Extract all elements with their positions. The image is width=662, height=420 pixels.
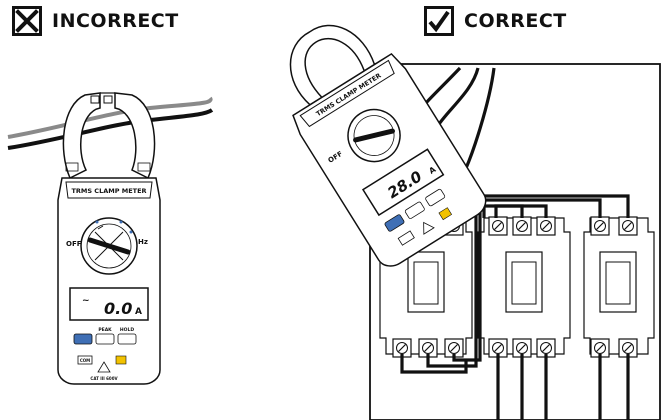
display-unit: A — [135, 307, 142, 317]
lcd-display — [69, 287, 149, 321]
check-mark-icon — [424, 6, 454, 36]
screw-slot — [424, 344, 432, 352]
hold-button-tilted[interactable] — [425, 188, 446, 207]
screw-slot — [398, 344, 406, 352]
clamp-meter-correct: TRMS CLAMP METER OFF 28.0 A — [289, 24, 487, 267]
incorrect-diagram: TRMS CLAMP METER OFF Hz ~ 0.0 A PEAK HOL… — [7, 92, 214, 385]
peak-button[interactable] — [95, 333, 115, 345]
screw-slot — [518, 222, 526, 230]
warning-icon-tilted — [423, 221, 435, 235]
screw-slot — [542, 222, 550, 230]
dial-off-label: OFF — [66, 240, 82, 248]
breaker-2 — [477, 217, 571, 355]
breaker-3 — [583, 217, 655, 355]
screw-slot — [624, 344, 632, 352]
clamp-meter-incorrect: TRMS CLAMP METER OFF Hz ~ 0.0 A PEAK HOL… — [57, 177, 161, 385]
screw-slot — [624, 222, 632, 230]
peak-button-tilted[interactable] — [404, 201, 426, 219]
display-value: 0.0 — [104, 299, 132, 318]
incorrect-label: INCORRECT — [52, 10, 179, 32]
incorrect-header: INCORRECT — [12, 6, 179, 36]
hold-button[interactable] — [117, 333, 137, 345]
screw-slot — [494, 222, 502, 230]
screw-slot — [518, 344, 526, 352]
screw-slot — [494, 344, 502, 352]
warning-icon — [97, 361, 111, 373]
com-label: COM — [80, 358, 90, 363]
correct-header: CORRECT — [424, 6, 567, 36]
display-symbol: ~ — [82, 296, 90, 306]
peak-label: PEAK — [98, 327, 112, 333]
com-jack — [77, 355, 93, 365]
cat-label: CAT III 600V — [90, 376, 118, 381]
screw-slot — [450, 344, 458, 352]
input-jack — [115, 355, 127, 365]
hold-label: HOLD — [120, 327, 134, 333]
correct-diagram: TRMS CLAMP METER OFF 28.0 A — [289, 24, 661, 420]
x-mark-icon — [12, 6, 42, 36]
screw-slot — [542, 344, 550, 352]
screw-slot — [596, 344, 604, 352]
display-unit-tilted: A — [427, 164, 438, 175]
correct-label: CORRECT — [464, 10, 567, 32]
clamp-jaws — [62, 92, 156, 180]
meter-model-label: TRMS CLAMP METER — [71, 187, 146, 195]
lcd-display-tilted — [361, 148, 445, 217]
two-wire-cable — [7, 96, 214, 150]
dial-hz-label: Hz — [138, 238, 148, 246]
function-button[interactable] — [73, 333, 93, 345]
screw-slot — [596, 222, 604, 230]
function-button-tilted[interactable] — [384, 214, 405, 232]
